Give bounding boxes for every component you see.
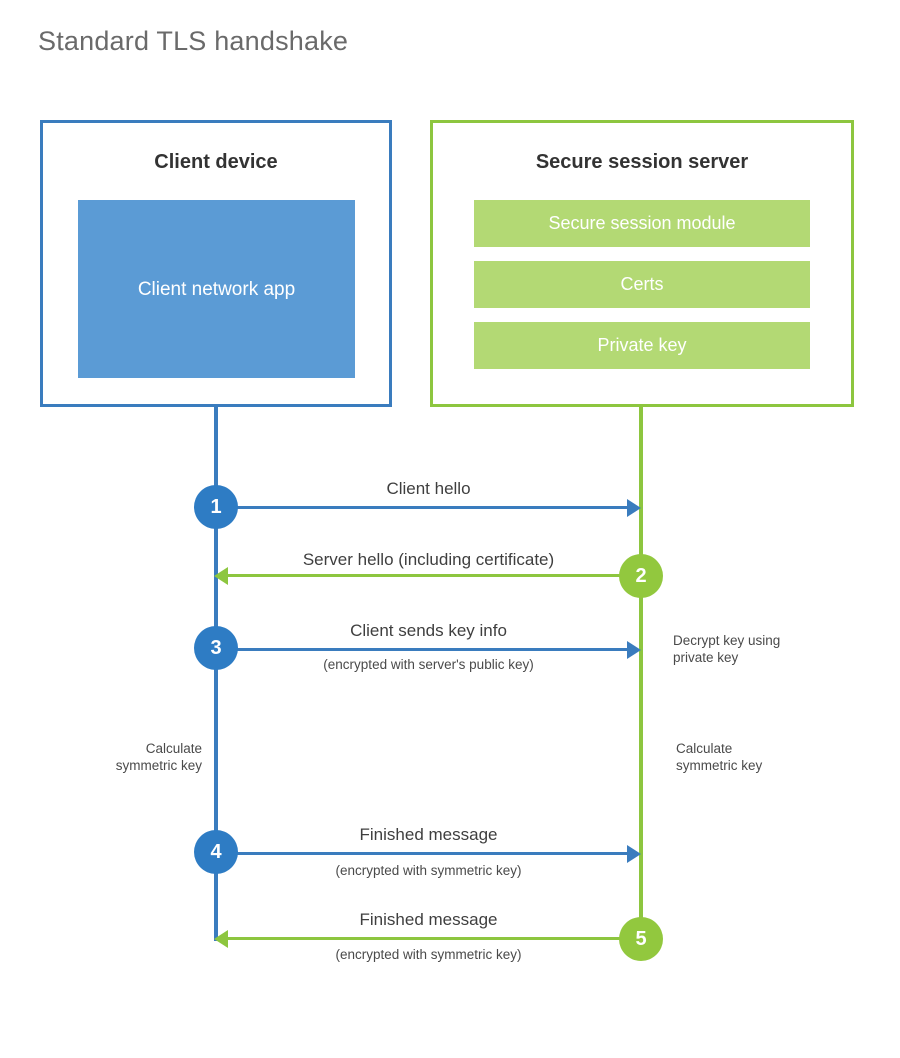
step-4-label: Finished message xyxy=(359,825,498,844)
step-circle-2[interactable]: 2 xyxy=(619,554,663,598)
secure-session-server-title: Secure session server xyxy=(535,151,749,173)
server-lifeline xyxy=(639,404,643,941)
note-server-calculate-line-1: Calculate xyxy=(676,741,733,756)
note-client-calculate-symmetric-key: Calculate symmetric key xyxy=(40,740,202,774)
note-decrypt-key-line-2: private key xyxy=(673,650,739,665)
client-device-title: Client device xyxy=(154,151,278,173)
step-1-arrow-head xyxy=(627,498,641,517)
step-2-arrow-line xyxy=(228,574,641,577)
step-3-arrow-head xyxy=(627,640,641,659)
step-3-sublabel: (encrypted with server's public key) xyxy=(323,657,534,672)
step-4-arrow-line xyxy=(216,852,628,855)
note-client-calculate-line-2: symmetric key xyxy=(115,758,202,773)
step-3-label: Client sends key info xyxy=(350,621,507,640)
step-circle-5[interactable]: 5 xyxy=(619,917,663,961)
step-4-sublabel: (encrypted with symmetric key) xyxy=(335,863,522,878)
step-4-arrow-head xyxy=(627,844,641,863)
client-device-box: Client device Client network app xyxy=(40,120,392,407)
note-server-calculate-line-2: symmetric key xyxy=(676,758,763,773)
note-client-calculate-line-1: Calculate xyxy=(145,741,202,756)
step-5-label: Finished message xyxy=(359,910,498,929)
secure-session-server-box: Secure session server Secure session mod… xyxy=(430,120,854,407)
step-1-arrow-line xyxy=(216,506,628,509)
step-1-label: Client hello xyxy=(386,479,471,498)
step-circle-4[interactable]: 4 xyxy=(194,830,238,874)
step-3-arrow-line xyxy=(216,648,628,651)
step-2-label: Server hello (including certificate) xyxy=(302,550,555,569)
step-5-arrow-line xyxy=(228,937,641,940)
client-network-app-block: Client network app xyxy=(78,200,355,378)
step-circle-1[interactable]: 1 xyxy=(194,485,238,529)
step-circle-3[interactable]: 3 xyxy=(194,626,238,670)
server-block-secure-session-module: Secure session module xyxy=(474,200,810,247)
page-title: Standard TLS handshake xyxy=(38,26,349,56)
client-lifeline xyxy=(214,404,218,941)
step-2-arrow-head xyxy=(214,566,228,585)
server-block-certs: Certs xyxy=(474,261,810,308)
server-block-private-key: Private key xyxy=(474,322,810,369)
step-5-arrow-head xyxy=(214,929,228,948)
note-decrypt-key-line-1: Decrypt key using xyxy=(673,633,781,648)
step-5-sublabel: (encrypted with symmetric key) xyxy=(335,947,522,962)
note-decrypt-key: Decrypt key using private key xyxy=(673,632,853,666)
note-server-calculate-symmetric-key: Calculate symmetric key xyxy=(676,740,856,774)
